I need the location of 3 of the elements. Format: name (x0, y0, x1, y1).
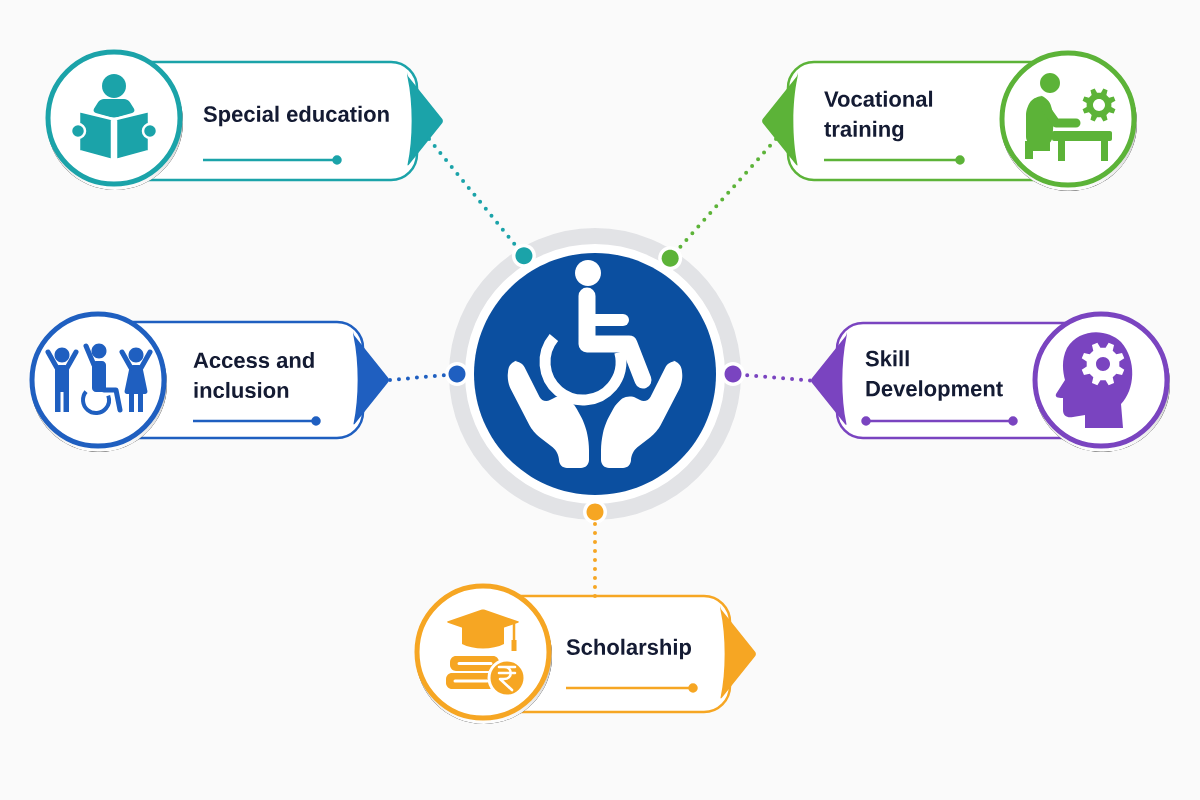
dotted-connector (586, 503, 604, 598)
dotted-connector (388, 365, 466, 383)
dotted-connector (724, 365, 812, 383)
